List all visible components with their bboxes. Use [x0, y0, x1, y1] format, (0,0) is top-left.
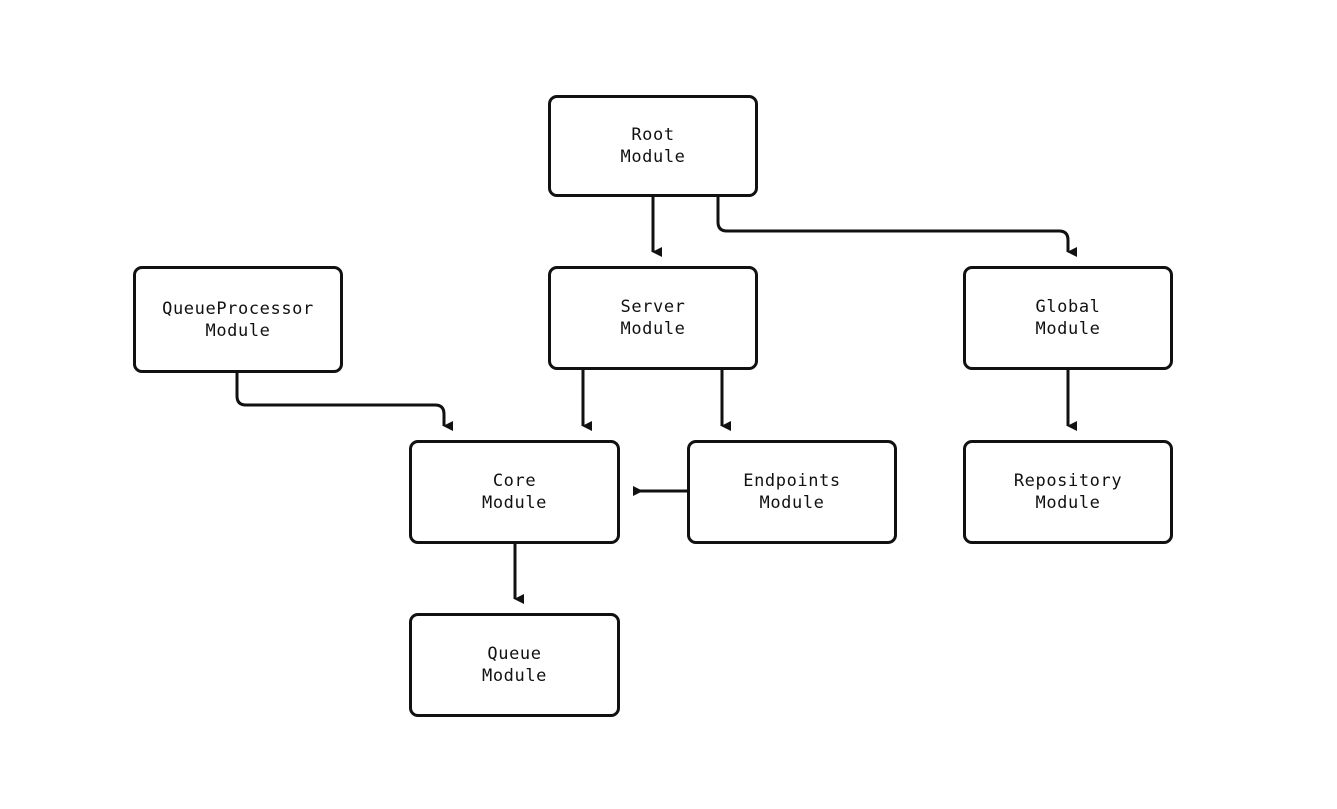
node-repository-module[interactable]: Repository Module: [963, 440, 1173, 544]
node-server-module[interactable]: Server Module: [548, 266, 758, 370]
node-queue-module[interactable]: Queue Module: [409, 613, 620, 717]
node-core-module-name: Core: [492, 471, 537, 491]
node-global-module-suffix: Module: [1035, 319, 1101, 339]
node-global-module-name: Global: [1035, 297, 1101, 317]
node-core-module[interactable]: Core Module: [409, 440, 620, 544]
edge-root-global: [716, 197, 1077, 257]
node-repository-module-name: Repository: [1013, 471, 1123, 491]
node-global-module[interactable]: Global Module: [963, 266, 1173, 370]
node-root-module-suffix: Module: [620, 147, 686, 167]
node-root-module-name: Root: [631, 125, 675, 145]
node-endpoints-module-suffix: Module: [759, 493, 825, 513]
node-endpoints-module[interactable]: Endpoints Module: [687, 440, 897, 544]
node-queueprocessor-module[interactable]: QueueProcessor Module: [133, 266, 343, 373]
node-queueprocessor-module-name: QueueProcessor: [162, 298, 314, 319]
node-server-module-suffix: Module: [620, 319, 686, 339]
node-root-module[interactable]: Root Module: [548, 95, 758, 197]
node-core-module-suffix: Module: [481, 493, 547, 513]
node-repository-module-suffix: Module: [1035, 493, 1101, 513]
edge-queueprocessor-core: [235, 373, 453, 431]
node-queueprocessor-module-suffix: Module: [205, 320, 271, 341]
node-queue-module-suffix: Module: [481, 666, 547, 686]
node-queue-module-name: Queue: [487, 644, 542, 664]
node-server-module-name: Server: [620, 297, 686, 317]
node-endpoints-module-name: Endpoints: [743, 471, 841, 491]
